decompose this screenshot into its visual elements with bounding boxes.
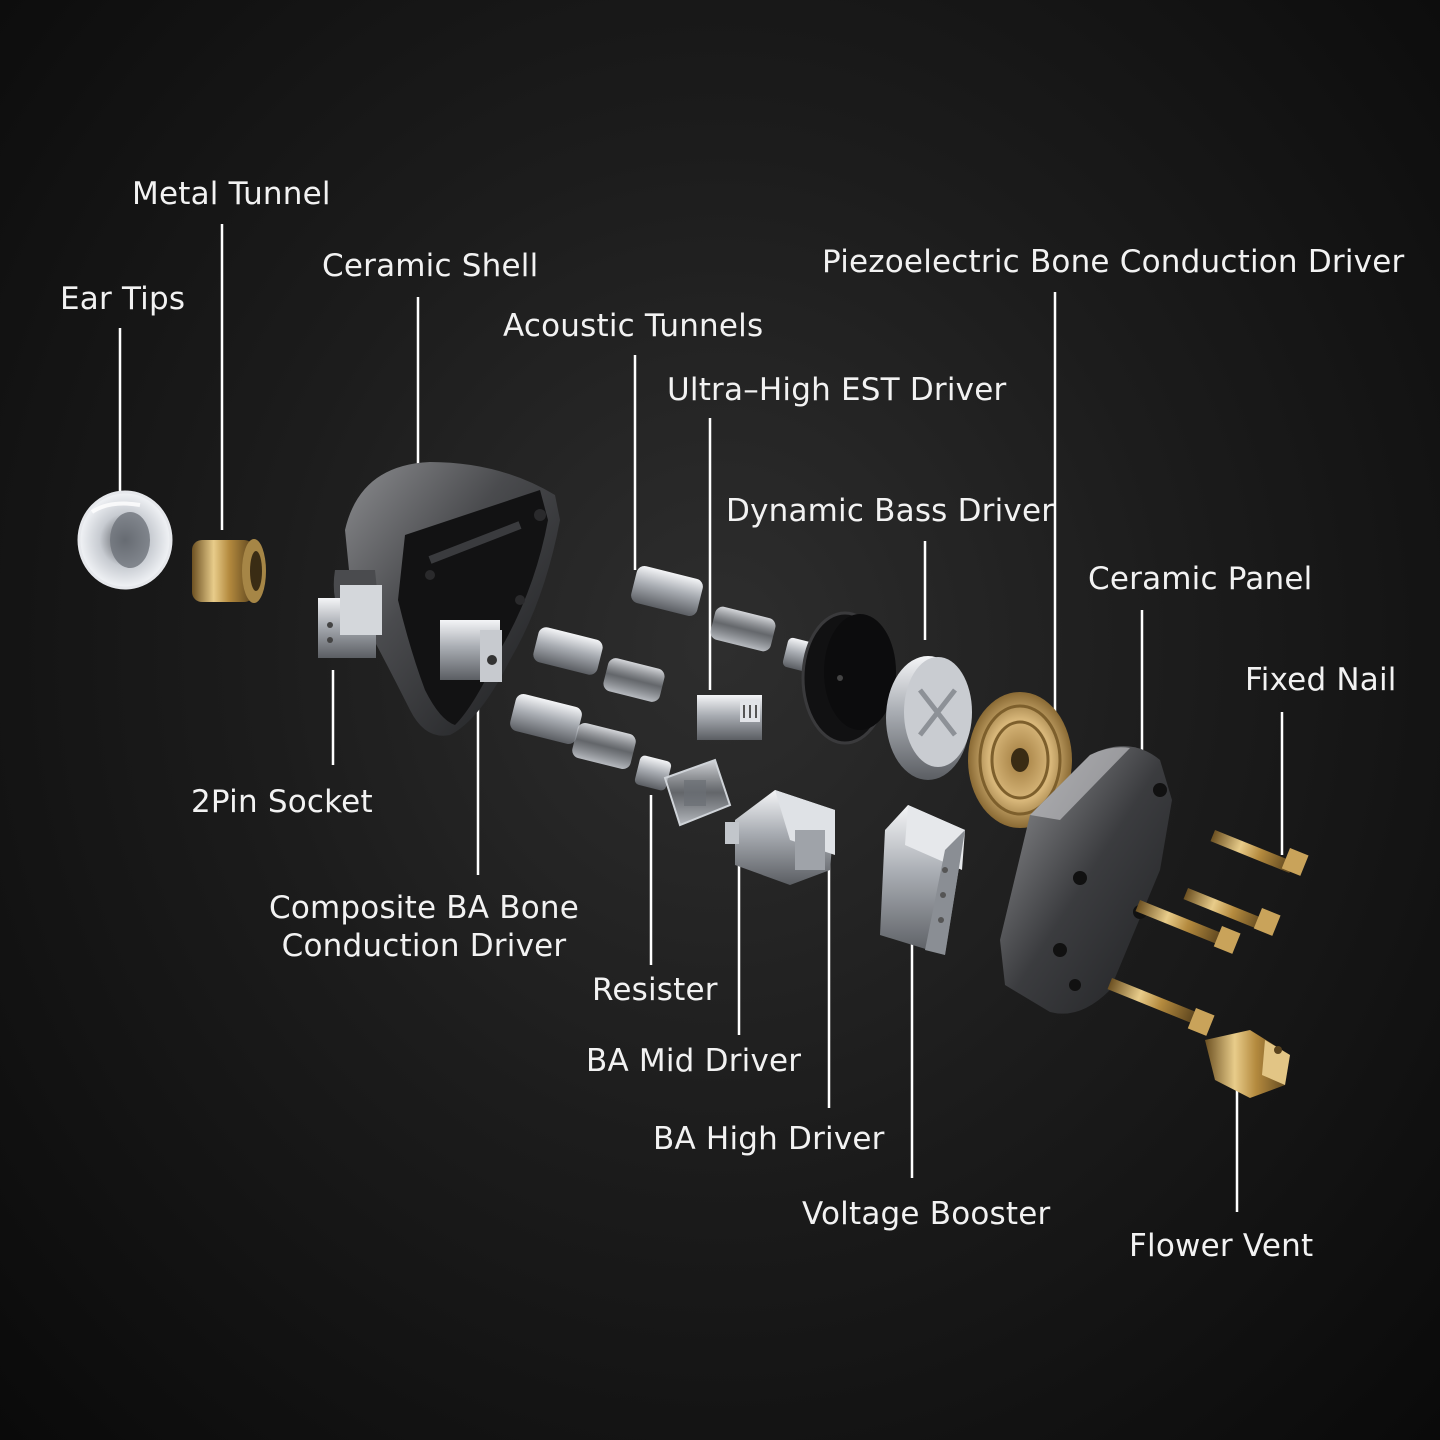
- middle-tube-row: [533, 627, 665, 702]
- label-metal-tunnel: Metal Tunnel: [132, 176, 331, 212]
- label-flower-vent: Flower Vent: [1129, 1228, 1314, 1264]
- label-piezo-driver: Piezoelectric Bone Conduction Driver: [822, 244, 1405, 280]
- nail-3: [1135, 899, 1241, 954]
- label-acoustic-tunnels: Acoustic Tunnels: [503, 308, 764, 344]
- label-ba-mid-driver: BA Mid Driver: [586, 1043, 802, 1079]
- ceramic-panel-part: [1000, 746, 1172, 1014]
- ear-tip-part: [77, 490, 173, 590]
- nail-1: [1210, 829, 1309, 876]
- lower-tube-row: [510, 694, 672, 791]
- label-ceramic-panel: Ceramic Panel: [1088, 561, 1313, 597]
- label-resister: Resister: [592, 972, 718, 1008]
- label-voltage-booster: Voltage Booster: [802, 1196, 1051, 1232]
- ba-driver-part: [725, 790, 835, 885]
- dynamic-bass-driver-part: [886, 656, 972, 780]
- 2pin-socket-part: [318, 585, 382, 658]
- label-ceramic-shell: Ceramic Shell: [322, 248, 539, 284]
- flower-vent-part: [1205, 1030, 1290, 1098]
- label-ba-high-driver: BA High Driver: [653, 1121, 885, 1157]
- label-fixed-nail: Fixed Nail: [1245, 662, 1397, 698]
- composite-ba-part: [440, 620, 502, 682]
- leader-lines: [118, 224, 1284, 1212]
- fixed-nails-part: [1107, 829, 1309, 1036]
- est-driver-part: [697, 695, 762, 740]
- label-2pin-socket: 2Pin Socket: [191, 784, 373, 820]
- voltage-booster-part: [880, 805, 965, 955]
- dynamic-driver-disc: [801, 611, 896, 745]
- ceramic-shell-part: [333, 462, 560, 736]
- resister-part: [663, 758, 732, 827]
- label-est-driver: Ultra–High EST Driver: [667, 372, 1007, 408]
- piezo-driver-part: [968, 692, 1072, 828]
- nail-2: [1183, 887, 1281, 936]
- label-dynamic-bass-driver: Dynamic Bass Driver: [726, 493, 1055, 529]
- acoustic-tunnels-part: [631, 566, 818, 673]
- metal-tunnel-part: [192, 539, 266, 603]
- label-composite-ba: Composite BA Bone Conduction Driver: [266, 889, 582, 965]
- label-ear-tips: Ear Tips: [60, 281, 186, 317]
- nail-4: [1107, 978, 1215, 1036]
- label-composite-ba-line2: Conduction Driver: [281, 928, 567, 964]
- label-composite-ba-line1: Composite BA Bone: [269, 890, 579, 926]
